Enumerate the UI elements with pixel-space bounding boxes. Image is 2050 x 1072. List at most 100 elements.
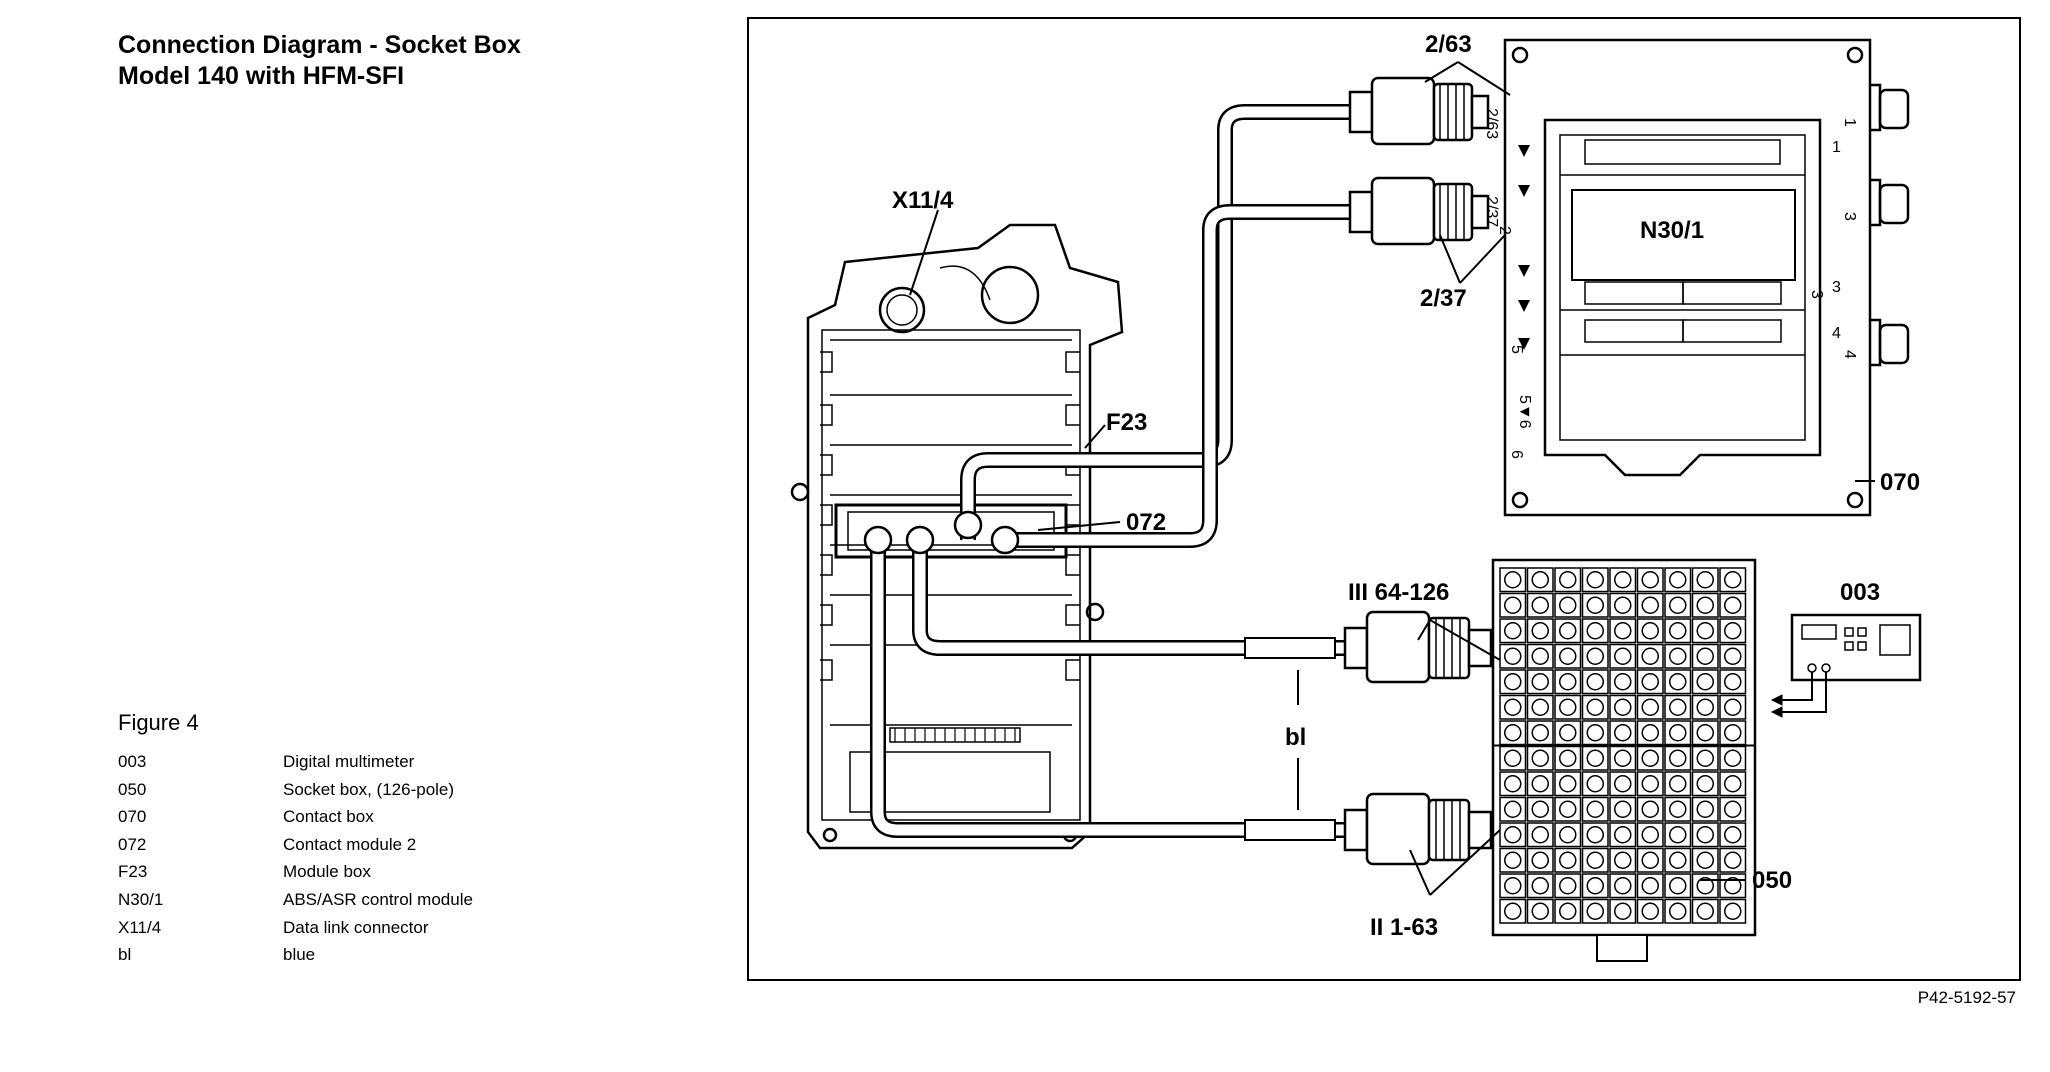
socket-pin	[1586, 647, 1604, 665]
socket-pin	[1724, 826, 1742, 844]
socket-pin	[1559, 673, 1577, 691]
digital-multimeter-003	[1770, 613, 1922, 718]
legend-row: 003 Digital multimeter	[118, 748, 473, 776]
mark-3: 3	[1832, 279, 1841, 296]
socket-pin	[1724, 877, 1742, 895]
socket-pin	[1696, 724, 1714, 742]
legend-desc: Contact box	[283, 807, 374, 827]
socket-pin	[1614, 647, 1632, 665]
socket-pin	[1531, 724, 1549, 742]
socket-pin	[1669, 596, 1687, 614]
socket-pin	[1614, 571, 1632, 589]
socket-pin	[1586, 571, 1604, 589]
socket-pin	[1559, 800, 1577, 818]
legend-desc: Digital multimeter	[283, 752, 415, 771]
socket-pin	[1504, 673, 1522, 691]
socket-pin	[1641, 724, 1659, 742]
legend-desc: blue	[283, 945, 316, 965]
label-bl: bl	[1285, 724, 1306, 751]
socket-pin	[1614, 800, 1632, 818]
socket-pin	[1504, 647, 1522, 665]
socket-pin	[1641, 622, 1659, 640]
socket-pin	[1669, 622, 1687, 640]
socket-pin	[1504, 622, 1522, 640]
socket-pin	[1696, 698, 1714, 716]
socket-pin	[1669, 749, 1687, 767]
socket-pin	[1614, 902, 1632, 920]
socket-pin	[1586, 724, 1604, 742]
mark-2: 2	[1496, 226, 1513, 235]
socket-pin	[1696, 826, 1714, 844]
contact-box-070	[1503, 38, 1910, 517]
legend-row: bl blue	[118, 941, 473, 969]
socket-pin	[1724, 596, 1742, 614]
socket-pin	[1641, 902, 1659, 920]
socket-pin	[1531, 622, 1549, 640]
socket-pin	[1559, 622, 1577, 640]
socket-pin	[1559, 698, 1577, 716]
socket-pin	[1641, 826, 1659, 844]
socket-pin	[1559, 571, 1577, 589]
label-f23: F23	[1106, 409, 1147, 436]
socket-pin	[1586, 622, 1604, 640]
socket-pin	[1696, 571, 1714, 589]
legend-desc: ABS/ASR control module	[283, 889, 473, 909]
socket-pin	[1531, 826, 1549, 844]
mark-4: 4	[1832, 325, 1841, 342]
socket-pin	[1641, 647, 1659, 665]
socket-pin	[1696, 647, 1714, 665]
socket-pin	[1614, 749, 1632, 767]
legend-row: F23 Module box	[118, 858, 473, 886]
legend-code: 003	[118, 752, 147, 771]
socket-pin	[1504, 749, 1522, 767]
socket-pin	[1614, 724, 1632, 742]
label-ii-1-63: II 1-63	[1370, 914, 1438, 941]
socket-pin	[1531, 749, 1549, 767]
socket-pin	[1614, 877, 1632, 895]
socket-pin	[1559, 877, 1577, 895]
socket-pin	[1586, 673, 1604, 691]
socket-pin	[1504, 596, 1522, 614]
socket-pin	[1669, 673, 1687, 691]
socket-pin	[1504, 877, 1522, 895]
reference-number: P42-5192-57	[1917, 988, 2016, 1007]
mark-5-to-6: 5▼6	[1516, 395, 1533, 429]
socket-pin	[1614, 775, 1632, 793]
socket-pin	[1531, 851, 1549, 869]
legend-code: bl	[118, 945, 132, 965]
socket-pin	[1669, 698, 1687, 716]
legend-code: 050	[118, 779, 147, 799]
socket-pin	[1669, 724, 1687, 742]
socket-pin	[1531, 775, 1549, 793]
socket-pin	[1724, 647, 1742, 665]
socket-pin	[1586, 596, 1604, 614]
socket-pin	[1614, 673, 1632, 691]
socket-pin	[1586, 698, 1604, 716]
socket-pin	[1696, 902, 1714, 920]
legend-code: F23	[118, 862, 148, 882]
label-2-63: 2/63	[1425, 31, 1472, 58]
mark-right-4: 4	[1841, 350, 1858, 359]
socket-pin	[1724, 673, 1742, 691]
socket-pin	[1641, 800, 1659, 818]
socket-pin	[1531, 673, 1549, 691]
legend-desc: Module box	[283, 862, 371, 882]
socket-pin	[1724, 749, 1742, 767]
socket-pin	[1614, 851, 1632, 869]
socket-pin	[1724, 775, 1742, 793]
socket-pin	[1641, 698, 1659, 716]
socket-pin	[1724, 698, 1742, 716]
socket-pin	[1641, 571, 1659, 589]
socket-pin	[1641, 749, 1659, 767]
mark-2-37: 2/37	[1483, 196, 1500, 227]
socket-pin	[1696, 877, 1714, 895]
plug-2-37	[1348, 176, 1490, 246]
title-line-1: Connection Diagram - Socket Box	[118, 31, 521, 59]
socket-pin	[1531, 800, 1549, 818]
socket-pin	[1586, 877, 1604, 895]
mark-1: 1	[1832, 139, 1841, 156]
label-n30-1: N30/1	[1640, 217, 1704, 244]
socket-pin	[1504, 826, 1522, 844]
